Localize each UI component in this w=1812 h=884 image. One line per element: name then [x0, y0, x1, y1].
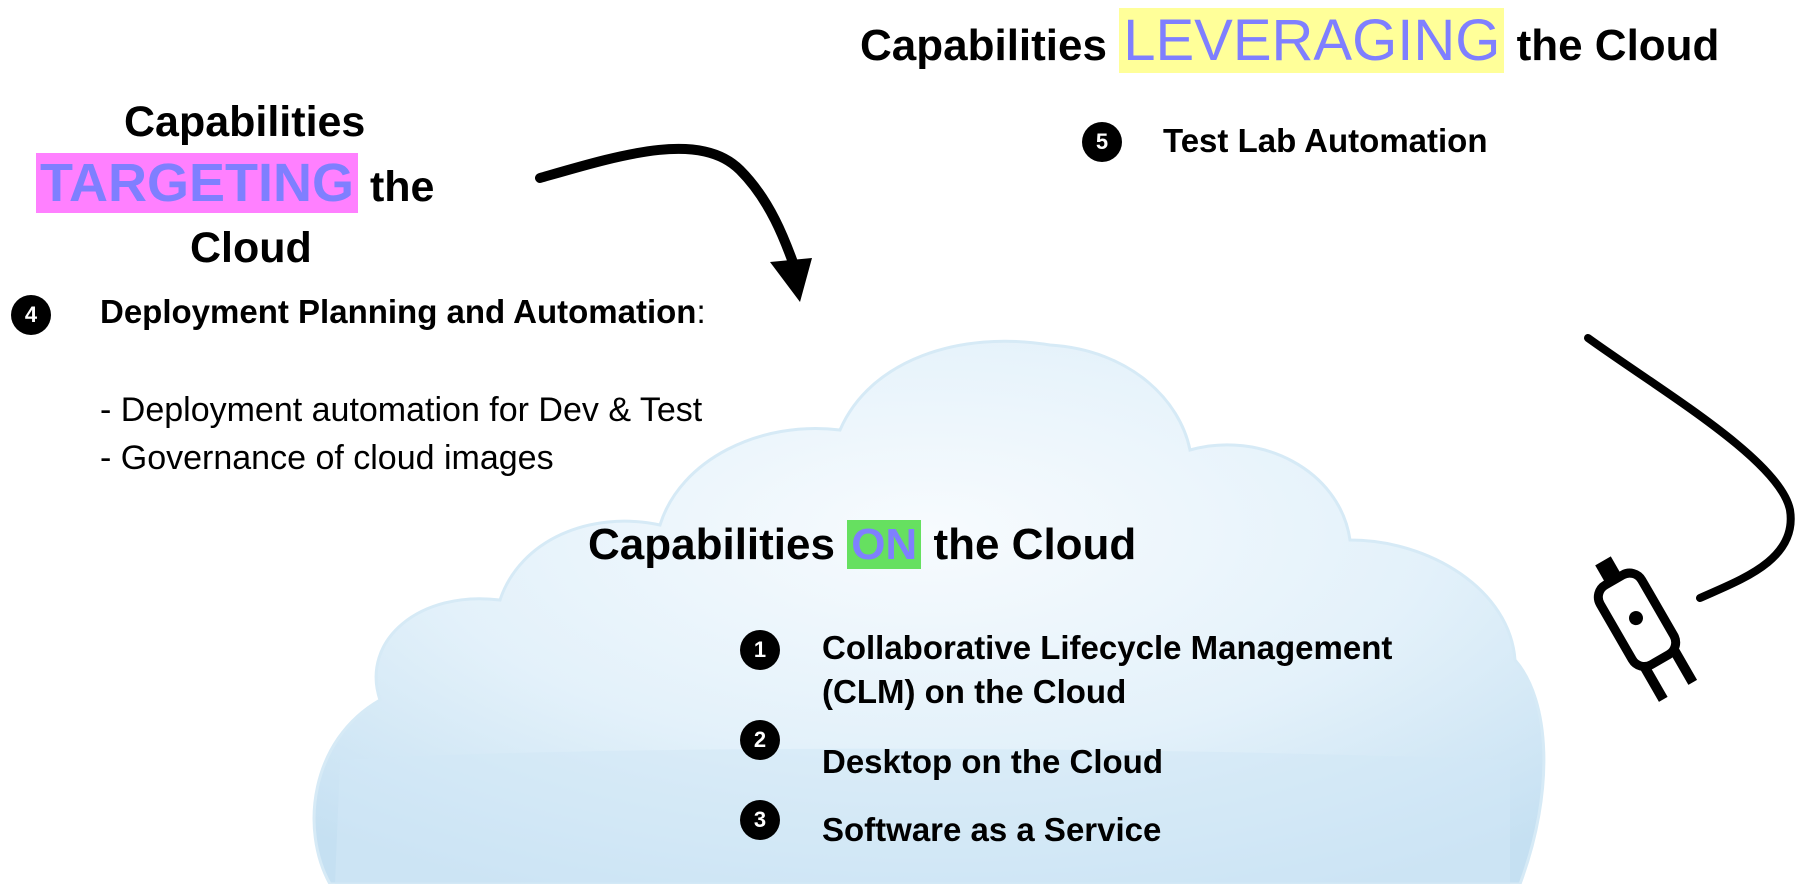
item-desktop-on-cloud: Desktop on the Cloud [822, 743, 1163, 780]
badge-3: 3 [740, 800, 780, 840]
targeting-heading-line3: Cloud [190, 224, 312, 272]
item-deployment-planning-colon: : [696, 293, 706, 330]
deployment-bullet-1: - Deployment automation for Dev & Test [100, 391, 703, 429]
targeting-highlight: TARGETING [36, 153, 358, 213]
on-highlight: ON [847, 520, 922, 569]
item-deployment-planning: Deployment Planning and Automation: [100, 290, 706, 334]
leveraging-heading-suffix: the Cloud [1516, 21, 1720, 70]
targeting-heading-suffix: the [369, 163, 435, 211]
leveraging-highlight: LEVERAGING [1119, 8, 1505, 73]
item-deployment-planning-label: Deployment Planning and Automation [100, 293, 697, 330]
on-heading: Capabilities ON the Cloud [588, 510, 1136, 580]
item-test-lab-automation: Test Lab Automation [1163, 122, 1488, 159]
item-clm-line2: (CLM) on the Cloud [822, 673, 1127, 710]
on-heading-prefix: Capabilities [588, 520, 835, 569]
badge-1: 1 [740, 630, 780, 670]
deployment-bullet-2: - Governance of cloud images [100, 439, 554, 477]
leveraging-heading: Capabilities LEVERAGING the Cloud [860, 6, 1719, 81]
targeting-heading-line2: TARGETING the [36, 148, 434, 222]
targeting-heading-line1: Capabilities [124, 98, 366, 146]
item-clm-line1: Collaborative Lifecycle Management [822, 629, 1393, 666]
badge-2: 2 [740, 720, 780, 760]
leveraging-heading-prefix: Capabilities [860, 21, 1107, 70]
item-software-as-a-service: Software as a Service [822, 811, 1162, 848]
badge-5: 5 [1082, 122, 1122, 162]
on-heading-suffix: the Cloud [933, 520, 1137, 569]
badge-4: 4 [11, 295, 51, 335]
